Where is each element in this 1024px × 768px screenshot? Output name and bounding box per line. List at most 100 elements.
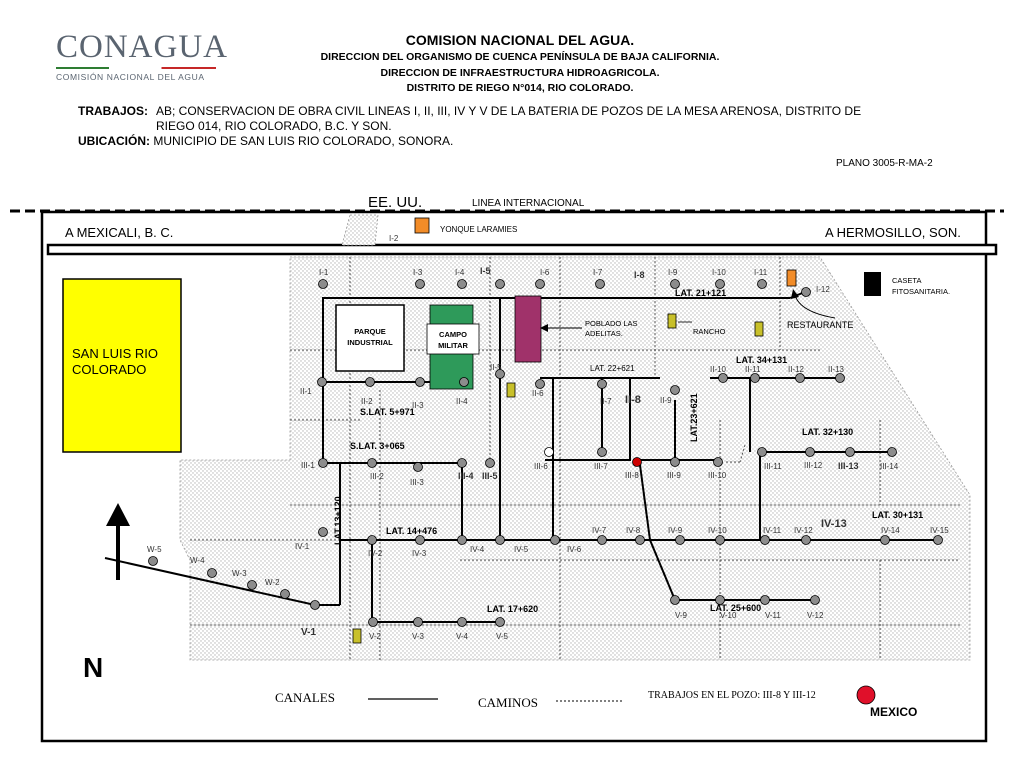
well-label-i-7: I-7 (593, 268, 603, 277)
well-label-iii-5: III-5 (482, 471, 498, 481)
ubicacion-label: UBICACIÓN: (78, 134, 150, 148)
well-label-iv-12: IV-12 (794, 526, 813, 535)
well-i-9 (670, 279, 680, 289)
well-label-w-2: W-2 (265, 578, 280, 587)
well-label-ii-11: II-11 (745, 365, 761, 374)
slat-5-971: S.LAT. 5+971 (360, 407, 415, 417)
slat-3-065: S.LAT. 3+065 (350, 441, 405, 451)
well-label-iv-5: IV-5 (514, 545, 529, 554)
legend-trabajos-pozo: TRABAJOS EN EL POZO: III-8 Y III-12 (648, 690, 816, 701)
well-iii-6 (544, 447, 554, 457)
well-label-iv-7: IV-7 (592, 526, 607, 535)
well-label-iv-6: IV-6 (567, 545, 582, 554)
well-label-iii-1: III-1 (301, 461, 315, 470)
well-label-v-1: V-1 (301, 627, 316, 638)
well-iii-10 (713, 457, 723, 467)
well-iii-4 (457, 458, 467, 468)
well-label-iv-10: IV-10 (708, 526, 727, 535)
lat-14-476: LAT. 14+476 (386, 526, 437, 536)
well-label-ii-10: II-10 (710, 365, 727, 374)
well-label-iii-2: III-2 (370, 472, 384, 481)
well-iii-14 (887, 447, 897, 457)
well-w-2 (280, 589, 290, 599)
well-label-ii-4: II-4 (456, 397, 468, 406)
poblado-label-2: ADELITAS. (585, 329, 623, 338)
caseta-label-2: FITOSANITARIA. (892, 287, 950, 296)
well-label-v-12: V-12 (807, 611, 824, 620)
eeuu-label: EE. UU. (368, 194, 422, 211)
well-label-iii-11: III-11 (764, 462, 782, 471)
san-luis-area (62, 278, 182, 453)
restaurante-arrow (794, 294, 836, 319)
parque-industrial (335, 304, 405, 372)
well-iv-10 (715, 535, 725, 545)
well-label-iv-4: IV-4 (470, 545, 485, 554)
campo-label-box (426, 323, 480, 355)
well-v-4 (457, 617, 467, 627)
well-label-iii-8: III-8 (625, 471, 639, 480)
lat-13-120: LAT.13+120 (333, 496, 343, 545)
trabajos-label: TRABAJOS: (78, 104, 149, 118)
well-label-iv-15: IV-15 (930, 526, 949, 535)
well-iii-11 (757, 447, 767, 457)
well-iv-7 (597, 535, 607, 545)
well-i-3 (415, 279, 425, 289)
well-i-11 (757, 279, 767, 289)
well-label-iv-8: IV-8 (626, 526, 641, 535)
well-iii-1 (318, 458, 328, 468)
yonque-label: YONQUE LARAMIES (440, 225, 517, 234)
well-ii-13 (835, 373, 845, 383)
well-label-i-12: I-12 (816, 285, 830, 294)
header-line-3: DIRECCION DE INFRAESTRUCTURA HIDROAGRICO… (380, 67, 660, 79)
caseta-marker (864, 272, 881, 296)
well-v-2 (368, 617, 378, 627)
well-label-i-6: I-6 (540, 268, 550, 277)
well-ii-9 (670, 385, 680, 395)
well-label-v-4: V-4 (456, 632, 469, 641)
header-line-4: DISTRITO DE RIEGO N°014, RIO COLORADO. (406, 82, 634, 94)
legend-canales: CANALES (275, 690, 335, 705)
well-label-i-11: I-11 (754, 268, 768, 277)
well-label-i-8: I-8 (634, 270, 645, 280)
lat-23-621: LAT.23+621 (689, 393, 699, 442)
well-label-iv-9: IV-9 (668, 526, 683, 535)
well-ii-6 (535, 379, 545, 389)
well-label-iii-6: III-6 (534, 462, 548, 471)
north-label: N (83, 652, 103, 683)
header-line-2: DIRECCION DEL ORGANISMO DE CUENCA PENÍNS… (320, 51, 720, 63)
well-i-1 (318, 279, 328, 289)
well-label-iii-10: III-10 (708, 471, 727, 480)
well-iv-9 (675, 535, 685, 545)
rancho-marker-2 (754, 321, 764, 337)
well-label-ii-12: II-12 (788, 365, 805, 374)
well-label-iii-3: III-3 (410, 478, 424, 487)
map-frame (40, 210, 988, 743)
yonque-marker (414, 217, 430, 234)
logo-text: CONAGUA (56, 29, 228, 65)
rancho-label: RANCHO (693, 327, 726, 336)
parque-label-1: PARQUE (354, 327, 386, 336)
well-v-10 (715, 595, 725, 605)
well-label-w-3: W-3 (232, 569, 247, 578)
well-ii-5 (495, 369, 505, 379)
well-iv-6 (550, 535, 560, 545)
well-ii-10 (718, 373, 728, 383)
well-iv-5 (495, 535, 505, 545)
well-v-11 (760, 595, 770, 605)
well-ii-1 (317, 377, 327, 387)
well-iv-3 (415, 535, 425, 545)
well-label-v-11: V-11 (765, 611, 781, 620)
well-ii-3 (415, 377, 425, 387)
well-label-ii-6: II-6 (532, 389, 544, 398)
well-label-iv-3: IV-3 (412, 549, 427, 558)
well-iv-8 (635, 535, 645, 545)
marker-ii5 (506, 382, 516, 398)
well-iv-14 (880, 535, 890, 545)
well-w-3 (247, 580, 257, 590)
poblado-area (514, 295, 542, 363)
well-iii-5 (485, 458, 495, 468)
well-iii-3 (413, 462, 423, 472)
well-label-iii-12: III-12 (804, 461, 823, 470)
well-label-v-9: V-9 (675, 611, 688, 620)
